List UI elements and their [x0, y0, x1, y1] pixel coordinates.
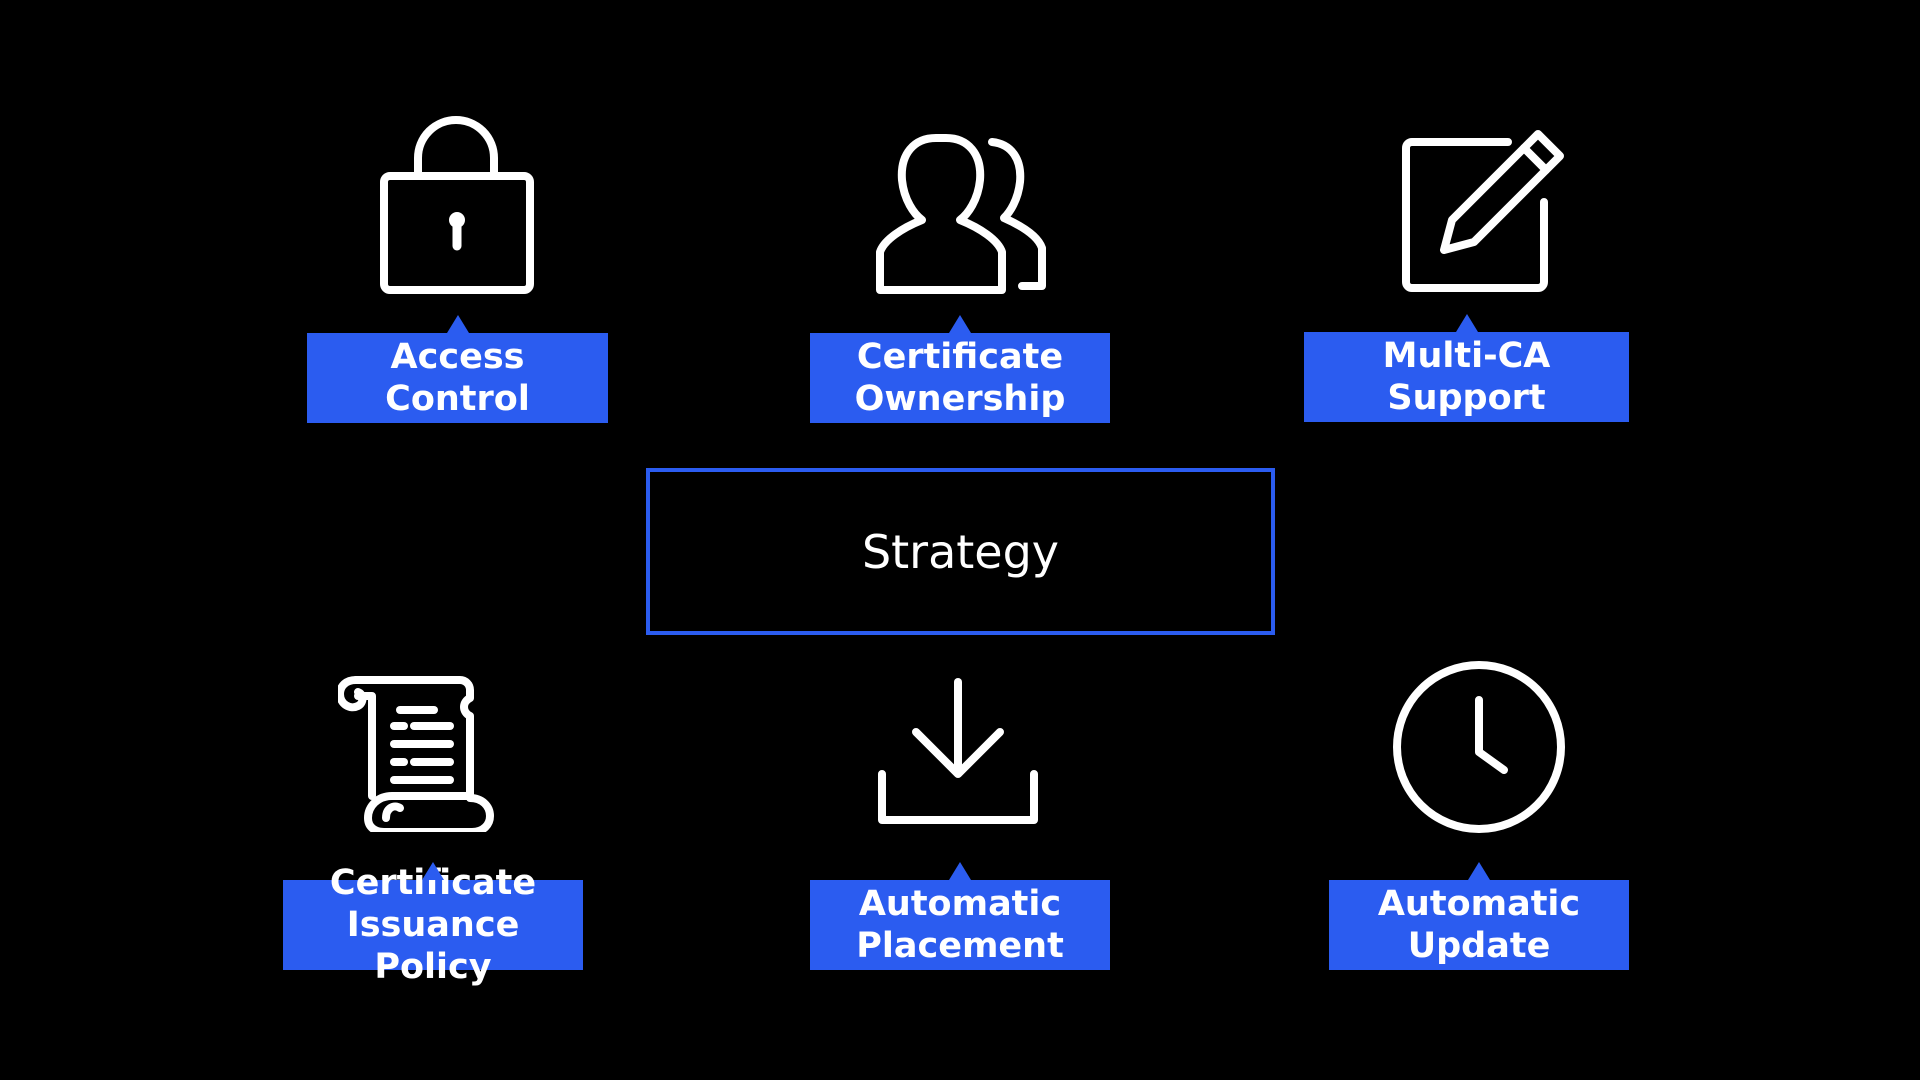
- clock-icon: [1392, 660, 1566, 834]
- users-icon: [876, 134, 1058, 294]
- label-certificate-ownership: Certificate Ownership: [810, 333, 1110, 423]
- edit-icon: [1400, 126, 1568, 294]
- strategy-box: Strategy: [646, 468, 1275, 635]
- scroll-icon: [338, 676, 494, 832]
- label-automatic-placement: Automatic Placement: [810, 880, 1110, 970]
- label-access-control: Access Control: [307, 333, 608, 423]
- certificate-ownership-text: Certificate Ownership: [854, 337, 1066, 419]
- access-control-text: Access Control: [385, 337, 530, 419]
- label-certificate-issuance-policy: Certificate Issuance Policy: [283, 863, 583, 987]
- automatic-placement-text: Automatic Placement: [856, 884, 1064, 966]
- strategy-label: Strategy: [861, 524, 1060, 579]
- label-automatic-update: Automatic Update: [1329, 880, 1629, 970]
- label-multi-ca-support: Multi-CA Support: [1304, 332, 1629, 422]
- certificate-issuance-policy-text: Certificate Issuance Policy: [329, 863, 537, 987]
- download-icon: [876, 678, 1040, 826]
- automatic-update-text: Automatic Update: [1377, 884, 1581, 966]
- multi-ca-support-text: Multi-CA Support: [1382, 336, 1551, 418]
- lock-icon: [378, 112, 536, 296]
